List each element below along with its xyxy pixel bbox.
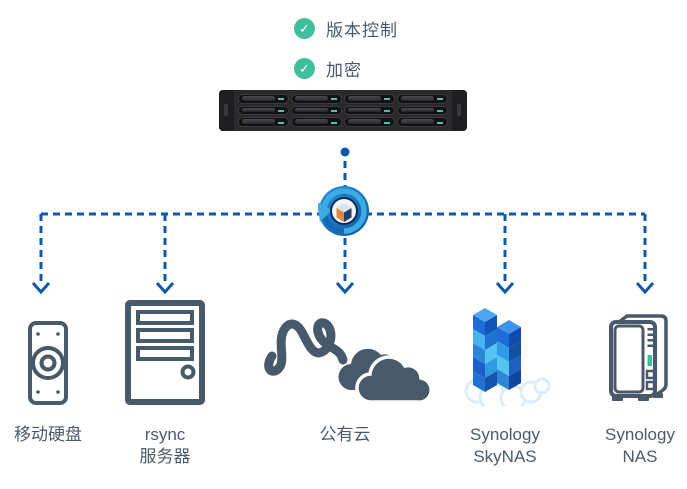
destination-label: 移动硬盘 <box>14 425 82 444</box>
cloud-ribbon-icon <box>264 318 348 376</box>
flow-dot <box>340 147 350 157</box>
drive-bay <box>291 94 342 104</box>
sync-arrowhead <box>318 202 332 222</box>
nas-green-led <box>647 355 652 366</box>
arrow-down-rsync <box>155 214 175 295</box>
destination-external-hdd: 移动硬盘 <box>0 300 96 446</box>
destination-rsync-server: rsync 服务器 <box>117 300 213 468</box>
public-cloud-icon <box>264 318 430 404</box>
destination-label: 公有云 <box>319 425 371 444</box>
destination-label: rsync 服务器 <box>139 425 191 466</box>
external-hdd-icon <box>28 321 68 405</box>
drive-bay <box>397 117 448 127</box>
check-icon: ✓ <box>294 18 315 39</box>
drive-bay <box>344 117 395 127</box>
feature-label: 加密 <box>326 61 362 80</box>
skynas-icon <box>464 308 551 406</box>
server-end-cap <box>219 90 234 131</box>
rsync-server-icon <box>125 300 205 405</box>
nas-feet <box>612 393 663 401</box>
destination-public-cloud: 公有云 <box>255 300 435 446</box>
drive-bay <box>238 117 289 127</box>
backup-cube-icon <box>336 203 352 222</box>
hyper-backup-icon <box>318 186 369 236</box>
feature-encryption: ✓ 加密 <box>294 56 362 81</box>
skynas-right-tower <box>497 320 521 390</box>
destination-label: Synology SkyNAS <box>470 425 540 466</box>
destination-skynas: Synology SkyNAS <box>455 300 555 468</box>
arrow-down-hdd <box>31 214 51 295</box>
check-icon: ✓ <box>294 58 315 79</box>
nas-usb-port <box>645 369 656 380</box>
drive-bay <box>344 105 395 116</box>
feature-label: 版本控制 <box>326 21 398 40</box>
feature-version-control: ✓ 版本控制 <box>294 16 398 41</box>
drive-bay <box>397 105 448 116</box>
cloud-front <box>355 355 430 404</box>
destination-synology-nas: Synology NAS <box>585 300 687 468</box>
skynas-left-tower <box>473 308 497 392</box>
drive-bay <box>344 94 395 104</box>
nas-status-leds <box>647 328 653 347</box>
arrow-down-skynas <box>495 214 515 295</box>
nas-power-button <box>645 380 656 391</box>
arrow-down-cloud <box>335 214 355 295</box>
drive-bay <box>291 105 342 116</box>
drive-bay <box>238 105 289 116</box>
drive-bay <box>291 117 342 127</box>
server-end-cap <box>452 90 467 131</box>
server-bays <box>238 94 448 127</box>
drive-bay <box>397 94 448 104</box>
synology-nas-icon <box>609 314 668 401</box>
drive-bay <box>238 94 289 104</box>
destination-label: Synology NAS <box>605 425 675 466</box>
rackstation-server-image <box>219 90 467 131</box>
arrow-down-nas <box>635 214 655 295</box>
